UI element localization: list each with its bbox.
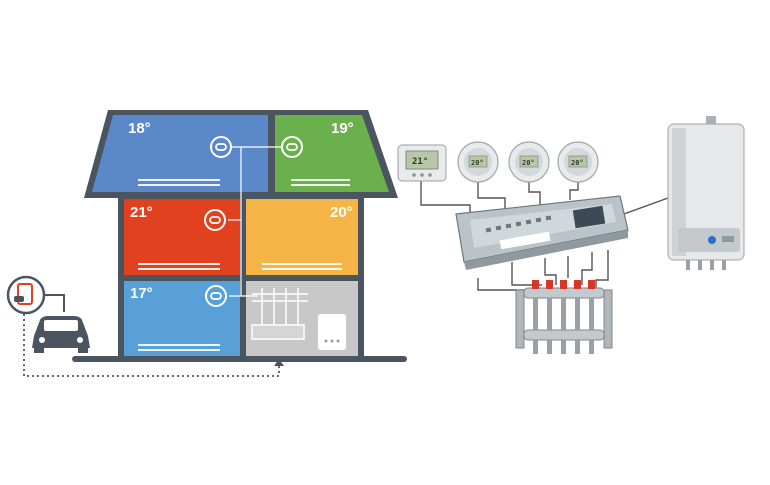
round-thermostat: 20° xyxy=(557,141,599,183)
room-temp-top-right: 19° xyxy=(331,120,354,137)
thermostat-icon xyxy=(210,136,232,158)
room-temp-bottom-left: 17° xyxy=(130,285,153,302)
phone-to-car-link xyxy=(44,294,65,312)
boiler-indicator xyxy=(708,236,716,244)
car-icon xyxy=(32,316,90,353)
wire xyxy=(420,180,471,215)
wire xyxy=(569,182,579,200)
round-thermostat: 20° xyxy=(508,141,550,183)
room-thermostats xyxy=(204,136,303,307)
remote-dotted-link xyxy=(23,314,280,377)
wire xyxy=(544,258,557,285)
house: 18° 19° 21° 20° 17° xyxy=(72,110,407,362)
wire xyxy=(581,252,593,285)
boiler-pipes xyxy=(686,260,726,270)
manifold-icon xyxy=(515,280,613,354)
thermostat-reading: 20° xyxy=(571,159,584,167)
room-mid-right xyxy=(246,199,358,275)
room-top-right xyxy=(275,115,389,192)
controller-wiring xyxy=(420,180,669,291)
round-thermostat: 20° xyxy=(457,141,499,183)
boiler-icon xyxy=(667,116,745,270)
thermostat-reading: 20° xyxy=(522,159,535,167)
wire xyxy=(623,197,669,215)
mini-boiler-icon xyxy=(318,314,346,350)
wall-display-reading: 21° xyxy=(412,157,428,167)
wire xyxy=(595,250,609,288)
arrow-up-icon xyxy=(274,359,284,366)
room-temp-mid-right: 20° xyxy=(330,204,353,221)
wiring-controller xyxy=(455,195,629,270)
remote-access xyxy=(6,275,284,377)
manifold-outlets xyxy=(533,298,594,354)
thermostat-reading: 20° xyxy=(471,159,484,167)
ground-line xyxy=(72,356,407,362)
radiator-strips xyxy=(138,179,350,351)
thermostat-icon xyxy=(281,136,303,158)
manifold-valves xyxy=(532,280,595,289)
room-temp-mid-left: 21° xyxy=(130,204,153,221)
equipment: 21° 20° 20° 20° xyxy=(397,116,745,354)
mini-manifold-icon xyxy=(251,288,308,340)
controller-label xyxy=(499,231,551,250)
wire xyxy=(477,182,506,210)
wall-display-thermostat: 21° xyxy=(397,144,447,182)
room-top-left xyxy=(92,115,268,192)
smartphone-icon xyxy=(6,275,46,315)
thermostat-icon xyxy=(204,209,226,231)
wire xyxy=(528,182,541,205)
controller-module xyxy=(572,205,606,229)
terminal-row xyxy=(485,215,552,233)
house-wiring xyxy=(228,146,282,297)
thermostat-icon xyxy=(205,285,227,307)
wire xyxy=(477,278,530,291)
room-temp-top-left: 18° xyxy=(128,120,151,137)
